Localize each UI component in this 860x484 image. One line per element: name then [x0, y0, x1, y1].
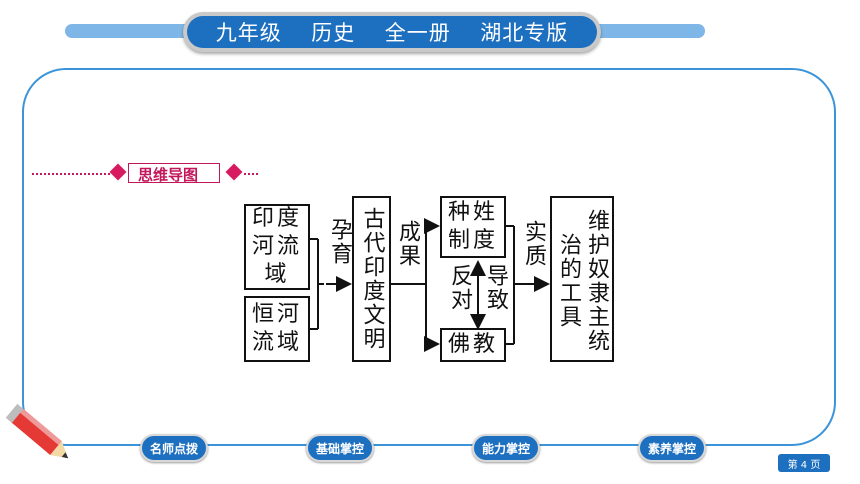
- node-buddhism: 佛教: [440, 328, 506, 362]
- nav-teacher-tips[interactable]: 名师点拨: [140, 434, 208, 462]
- content-frame: [22, 68, 836, 446]
- section-label: 思维导图: [138, 166, 199, 184]
- node-caste-system-text: 种姓制度: [447, 200, 498, 253]
- title-grade: 九年级: [215, 21, 282, 45]
- node-ganges-river: 恒河流域: [244, 296, 310, 362]
- node-tool-of-rule: 维护奴隶主统治的工具: [550, 196, 614, 362]
- node-tool-of-rule-text: 维护奴隶主统治的工具: [556, 209, 609, 353]
- node-indus-river-text: 印度河流域: [252, 206, 303, 287]
- mind-map-connectors: [310, 218, 550, 352]
- section-dash-right: [244, 173, 258, 175]
- pencil-icon: [5, 403, 69, 459]
- node-ancient-india: 古代印度文明: [352, 196, 391, 362]
- title-volume: 全一册: [384, 21, 451, 45]
- node-indus-river: 印度河流域: [244, 204, 310, 290]
- label-nurture: 孕育: [327, 218, 352, 266]
- node-ancient-india-text: 古代印度文明: [359, 207, 385, 351]
- label-achievement: 成果: [395, 220, 420, 268]
- label-oppose: 反对: [447, 264, 472, 312]
- section-dash-left: [32, 173, 110, 175]
- page-number: 第 4 页: [778, 454, 830, 472]
- section-heading: 思维导图: [32, 161, 258, 186]
- mind-map: 印度河流域 恒河流域 孕育 古代印度文明 成果 种姓制度 反对 导致 佛教 实质…: [244, 194, 614, 364]
- nav-literacy-mastery[interactable]: 素养掌控: [638, 434, 706, 462]
- title-pill: 九年级 历史 全一册 湖北专版: [183, 12, 601, 52]
- nav-basic-mastery[interactable]: 基础掌控: [306, 434, 374, 462]
- node-caste-system: 种姓制度: [440, 196, 506, 258]
- section-diamond-left-icon: [109, 163, 127, 181]
- node-ganges-river-text: 恒河流域: [252, 302, 303, 355]
- node-buddhism-text: 佛教: [447, 332, 498, 357]
- title-pill-inner: 九年级 历史 全一册 湖北专版: [187, 16, 597, 48]
- nav-ability-mastery[interactable]: 能力掌控: [472, 434, 540, 462]
- label-lead-to: 导致: [483, 264, 508, 312]
- section-diamond-right-icon: [225, 163, 243, 181]
- label-essence: 实质: [521, 220, 546, 268]
- title-edition: 湖北专版: [480, 21, 569, 45]
- section-label-box: [128, 163, 220, 183]
- title-subject: 历史: [311, 21, 356, 45]
